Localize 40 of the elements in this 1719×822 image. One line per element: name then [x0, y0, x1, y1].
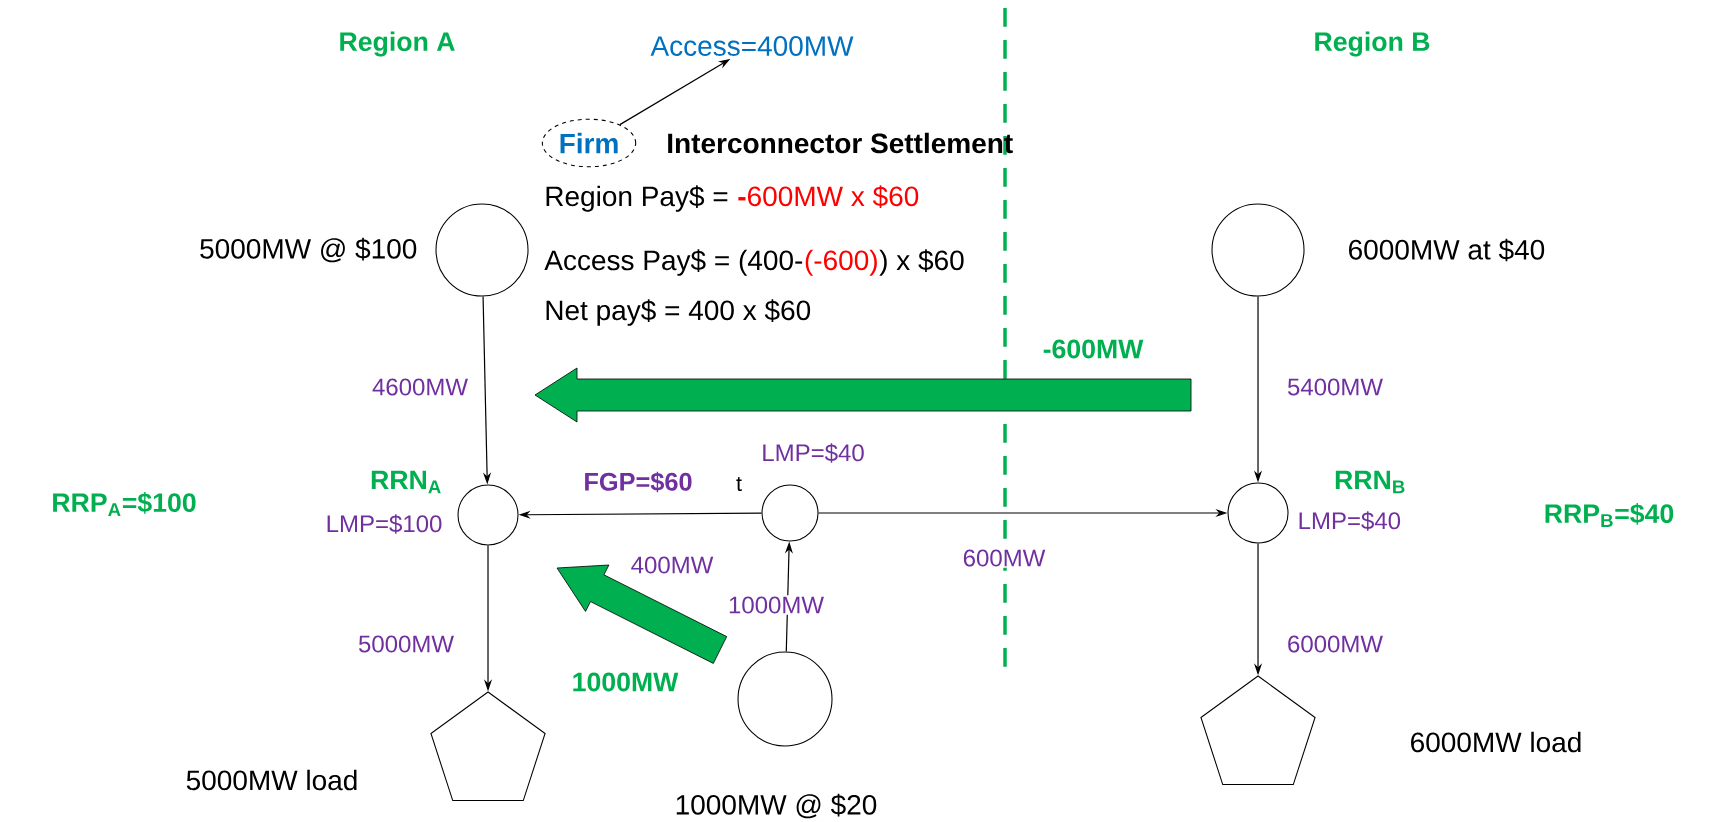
edge-label: 4600MW	[370, 377, 470, 397]
node-circle	[1211, 203, 1305, 297]
caption-text: 5000MW @ $100	[200, 237, 417, 263]
access-label: Access=400MW	[650, 36, 854, 56]
formula-text: (-600)	[805, 249, 877, 276]
caption-text: 1000MW @ $20	[676, 793, 877, 819]
node-name: RRN$_{A}$	[371, 470, 441, 494]
caption-text: 5000MW load	[186, 769, 357, 791]
node-name: RRN$_{B}$	[1335, 470, 1405, 494]
node-circle	[737, 651, 833, 747]
formula-text: -600MW x $60	[738, 185, 919, 208]
formula-text: Net pay$ = 400 x $60	[546, 299, 811, 326]
stray-letter: t	[736, 477, 742, 491]
price-label: LMP=$40	[763, 443, 864, 463]
caption-text: 6000MW load	[1411, 731, 1581, 753]
formula-text: ) x $60	[879, 249, 964, 276]
region-title: Region B	[1315, 31, 1430, 57]
formula-text: Access Pay$ = (400-	[544, 249, 803, 276]
edge-label: 400MW	[629, 555, 715, 575]
node-circle	[435, 203, 529, 297]
load-pentagon	[430, 691, 546, 802]
edge-label: 5400MW	[1285, 377, 1385, 397]
formula-text: Region Pay$ =	[546, 185, 728, 212]
caption-text: 6000MW at $40	[1349, 238, 1545, 262]
edge-label: 1000MW	[726, 595, 826, 615]
node-circle	[761, 484, 819, 542]
flow-label: 1000MW	[573, 672, 679, 692]
edge-label: 5000MW	[356, 634, 456, 654]
flow-label: -600MW	[1043, 339, 1144, 359]
price-label: LMP=$40	[1299, 511, 1401, 531]
node-circle	[457, 484, 519, 546]
edge-label: 600MW	[961, 548, 1047, 568]
region-title: Region A	[340, 31, 455, 57]
price-label: FGP=$60	[585, 471, 692, 493]
price-label: LMP=$100	[327, 514, 442, 534]
price-label: RRP$_{A}$=$100	[53, 492, 196, 516]
edge-label: 6000MW	[1285, 634, 1385, 654]
price-label: RRP$_{B}$=$40	[1545, 503, 1674, 527]
node-circle	[1227, 482, 1289, 544]
load-pentagon	[1200, 675, 1316, 786]
